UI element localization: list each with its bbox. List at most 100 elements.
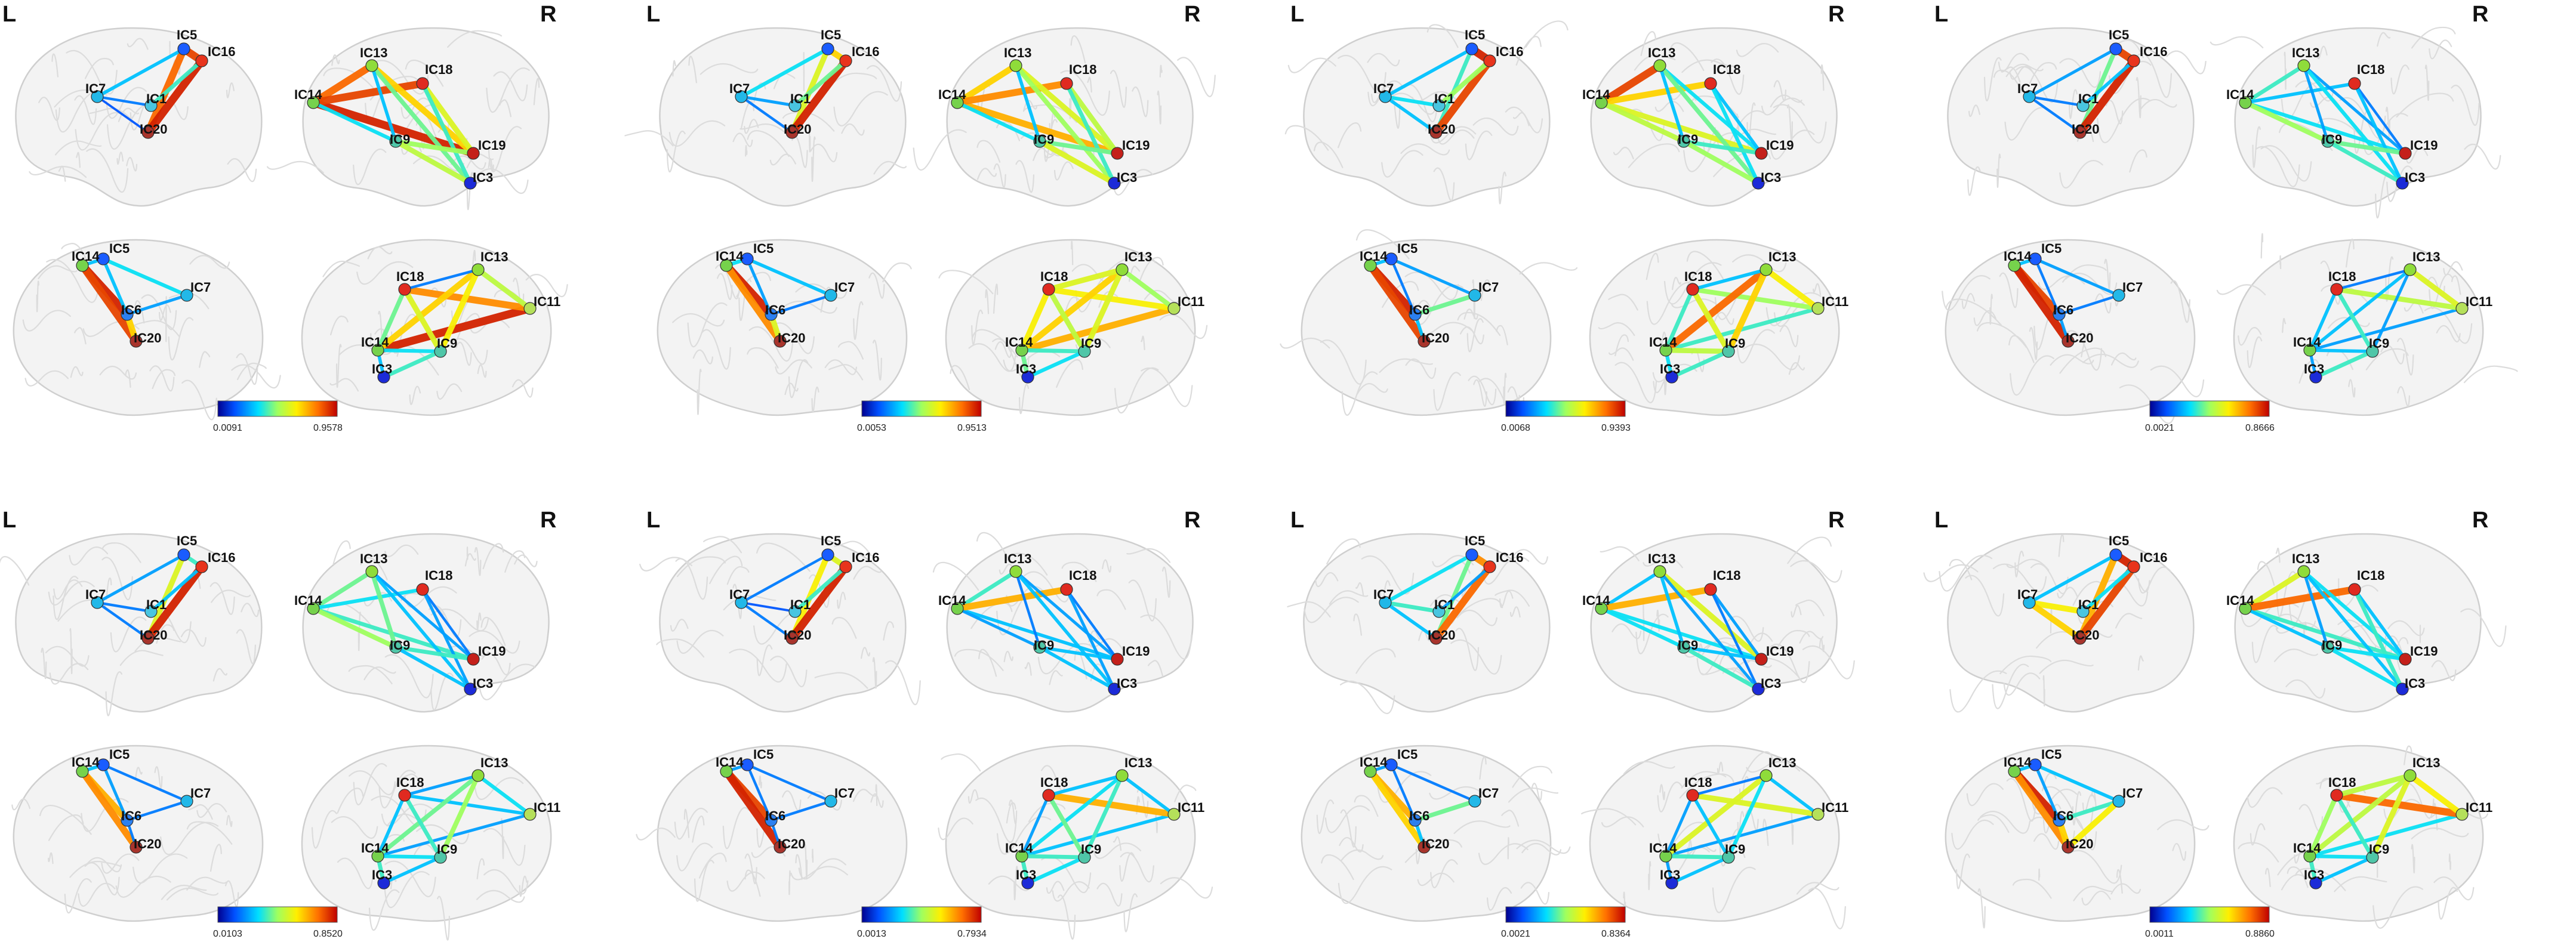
node-label: IC5: [821, 533, 841, 548]
node-label: IC7: [2017, 81, 2038, 96]
connection-edge: [2310, 350, 2372, 351]
brain-surface: [1302, 240, 1551, 415]
node-label: IC9: [390, 638, 410, 653]
node-label: IC5: [1397, 241, 1418, 256]
hemisphere-label-right: R: [1828, 2, 1844, 27]
connection-edge: [1022, 856, 1084, 857]
node-label: IC3: [2405, 676, 2425, 691]
brain-surface: [947, 534, 1193, 712]
node-label: IC16: [1496, 550, 1523, 565]
node-label: IC5: [753, 747, 774, 762]
colorbar-max-label: 0.8860: [2245, 929, 2275, 939]
node-label: IC20: [2072, 122, 2099, 137]
node-label: IC14: [1360, 755, 1388, 770]
hemisphere-label-left: L: [2, 508, 16, 533]
brain-sulcus: [0, 557, 29, 585]
node-label: IC3: [1660, 867, 1680, 882]
brain-node: [467, 147, 479, 159]
colorbar-max-label: 0.8364: [1601, 929, 1631, 939]
node-label: IC11: [1822, 800, 1848, 815]
node-label: IC18: [396, 775, 424, 790]
brain-node: [1687, 283, 1699, 295]
node-label: IC18: [1069, 568, 1096, 583]
brain-sulcus: [745, 146, 747, 156]
colorbar: [2150, 401, 2269, 416]
brain-node: [2331, 283, 2343, 295]
brain-node: [1010, 60, 1022, 72]
node-label: IC13: [1648, 551, 1675, 566]
node-label: IC7: [85, 587, 106, 602]
node-label: IC1: [790, 91, 811, 106]
node-label: IC14: [1005, 841, 1033, 856]
node-label: IC13: [1124, 249, 1152, 264]
node-label: IC7: [1478, 280, 1499, 295]
node-label: IC13: [480, 755, 508, 770]
brain-node: [1760, 264, 1772, 276]
brain-node: [196, 55, 208, 67]
node-label: IC14: [2004, 249, 2032, 264]
node-label: IC14: [716, 755, 744, 770]
node-label: IC7: [729, 587, 750, 602]
hemisphere-label-left: L: [646, 508, 660, 533]
node-label: IC9: [1725, 842, 1745, 857]
node-label: IC19: [1122, 138, 1150, 153]
node-label: IC16: [852, 550, 879, 565]
node-label: IC20: [134, 836, 161, 851]
brain-surface: [14, 746, 263, 921]
node-label: IC13: [360, 45, 387, 60]
node-label: IC5: [1465, 27, 1485, 42]
colorbar-min-label: 0.0091: [213, 423, 242, 433]
node-label: IC7: [2122, 786, 2143, 801]
brain-node: [472, 264, 484, 276]
node-label: IC14: [938, 593, 966, 608]
connection-edge: [378, 350, 440, 351]
node-label: IC16: [2140, 550, 2167, 565]
node-label: IC5: [177, 533, 197, 548]
node-label: IC14: [1360, 249, 1388, 264]
brain-surface: [658, 746, 907, 921]
node-label: IC5: [1465, 533, 1485, 548]
node-label: IC20: [784, 628, 811, 643]
brain-node: [178, 549, 190, 561]
node-label: IC13: [1004, 551, 1031, 566]
colorbar-min-label: 0.0103: [213, 929, 242, 939]
node-label: IC9: [1678, 638, 1698, 653]
brain-node: [1061, 583, 1073, 595]
brain-node: [2128, 561, 2140, 573]
node-label: IC14: [294, 87, 322, 102]
node-label: IC13: [1768, 249, 1796, 264]
hemisphere-label-right: R: [1184, 2, 1200, 27]
node-label: IC13: [2292, 551, 2319, 566]
brain-sulcus: [2211, 37, 2263, 48]
node-label: IC7: [729, 81, 750, 96]
node-label: IC18: [425, 62, 452, 77]
brain-node: [1466, 43, 1478, 55]
node-label: IC5: [109, 241, 130, 256]
node-label: IC13: [1124, 755, 1152, 770]
node-label: IC3: [2405, 170, 2425, 185]
node-label: IC6: [765, 302, 785, 317]
brain-node: [399, 789, 411, 801]
node-label: IC13: [480, 249, 508, 264]
brain-node: [1755, 147, 1767, 159]
node-label: IC9: [1081, 842, 1101, 857]
node-label: IC18: [1069, 62, 1096, 77]
brain-node: [2110, 43, 2122, 55]
colorbar-max-label: 0.7934: [957, 929, 987, 939]
node-label: IC14: [2293, 841, 2321, 856]
node-label: IC19: [1766, 644, 1794, 659]
